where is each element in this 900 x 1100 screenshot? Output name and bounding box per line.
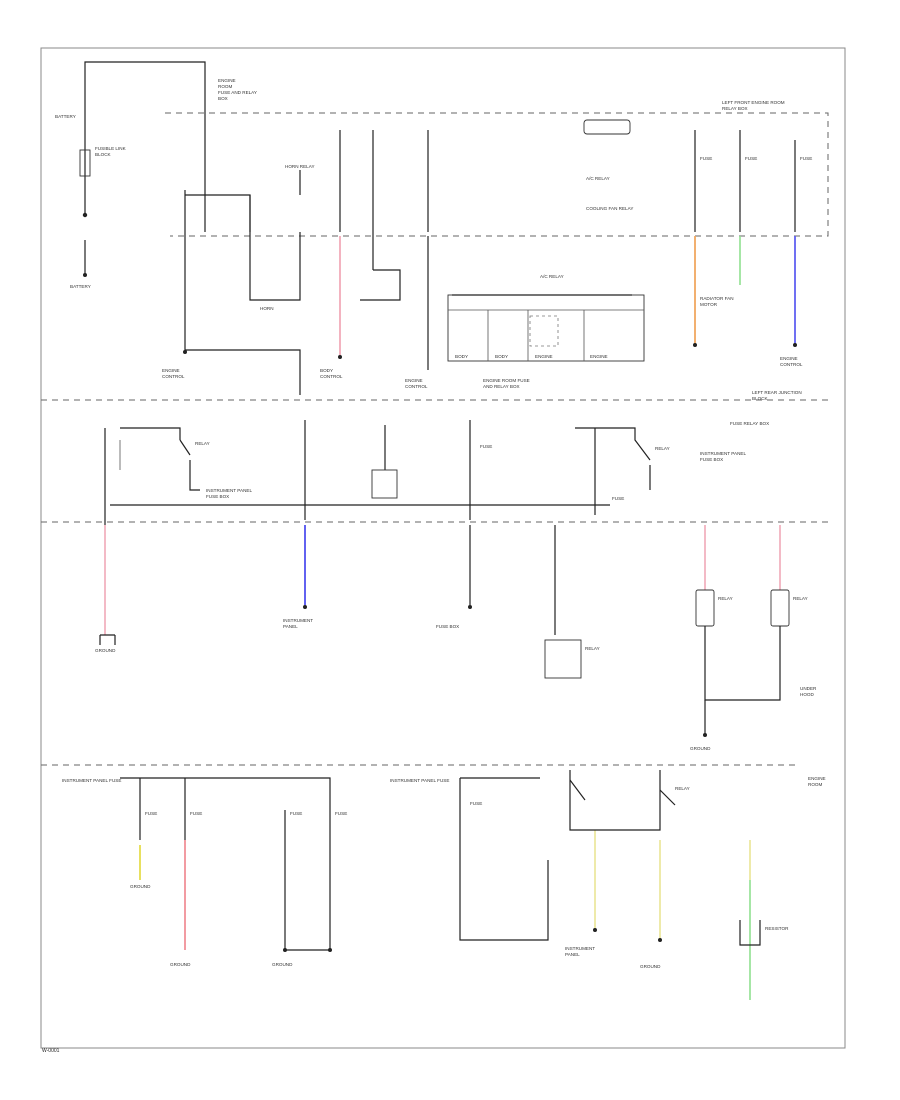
svg-text:FUSE: FUSE [612, 496, 624, 501]
svg-text:INSTRUMENT: INSTRUMENT [565, 946, 595, 951]
svg-text:ENGINE: ENGINE [162, 368, 180, 373]
relay-section: RELAY INSTRUMENT PANEL FUSE BOX FUSE REL… [104, 420, 769, 525]
svg-text:RELAY: RELAY [195, 441, 210, 446]
svg-text:INSTRUMENT PANEL FUSE: INSTRUMENT PANEL FUSE [390, 778, 449, 783]
svg-text:INSTRUMENT PANEL: INSTRUMENT PANEL [700, 451, 746, 456]
svg-text:INSTRUMENT PANEL: INSTRUMENT PANEL [206, 488, 252, 493]
svg-text:UNDER: UNDER [800, 686, 817, 691]
svg-text:RELAY: RELAY [793, 596, 808, 601]
svg-text:ENGINE: ENGINE [590, 354, 608, 359]
battery-section: BATTERY FUSIBLE LINK BLOCK BATTERY [55, 61, 206, 289]
svg-text:FUSE: FUSE [145, 811, 157, 816]
svg-text:HORN: HORN [260, 306, 274, 311]
svg-text:RELAY: RELAY [655, 446, 670, 451]
svg-text:ENGINE ROOM FUSE: ENGINE ROOM FUSE [483, 378, 530, 383]
svg-text:MOTOR: MOTOR [700, 302, 718, 307]
svg-text:GROUND: GROUND [130, 884, 151, 889]
svg-text:FUSE BOX: FUSE BOX [700, 457, 723, 462]
diagram-frame [40, 47, 846, 1049]
svg-text:RESISTOR: RESISTOR [765, 926, 789, 931]
svg-text:ENGINE: ENGINE [808, 776, 826, 781]
svg-text:A/C RELAY: A/C RELAY [586, 176, 610, 181]
svg-text:FUSE: FUSE [800, 156, 812, 161]
svg-text:GROUND: GROUND [272, 962, 293, 967]
svg-text:CONTROL: CONTROL [320, 374, 343, 379]
svg-text:FUSE RELAY BOX: FUSE RELAY BOX [730, 421, 769, 426]
svg-text:ENGINE: ENGINE [535, 354, 553, 359]
svg-text:GROUND: GROUND [640, 964, 661, 969]
top-section-loads: BODY BODY ENGINE ENGINE A/C RELAY ENGINE… [162, 236, 803, 389]
svg-text:FUSE: FUSE [700, 156, 712, 161]
svg-text:FUSE: FUSE [290, 811, 302, 816]
lower-middle-loads: INSTRUMENT PANEL FUSE BOX GROUND RELAY R… [95, 525, 817, 751]
svg-text:CONTROL: CONTROL [405, 384, 428, 389]
svg-text:RELAY: RELAY [585, 646, 600, 651]
svg-text:FUSE BOX: FUSE BOX [206, 494, 229, 499]
bottom-section: INSTRUMENT PANEL FUSE FUSE FUSE FUSE FUS… [62, 777, 347, 967]
svg-text:LEFT REAR JUNCTION: LEFT REAR JUNCTION [752, 390, 802, 395]
svg-text:AND RELAY BOX: AND RELAY BOX [483, 384, 520, 389]
svg-text:FUSE: FUSE [745, 156, 757, 161]
svg-text:HORN RELAY: HORN RELAY [285, 164, 315, 169]
svg-text:BODY: BODY [455, 354, 468, 359]
page-id-label: W-0001 [42, 1048, 60, 1054]
svg-text:BATTERY: BATTERY [70, 284, 91, 289]
engine-room-fuse-box: LEFT FRONT ENGINE ROOM RELAY BOX ENGINE … [165, 75, 829, 395]
svg-text:LEFT FRONT ENGINE ROOM: LEFT FRONT ENGINE ROOM [722, 100, 785, 105]
svg-text:INSTRUMENT: INSTRUMENT [283, 618, 313, 623]
bottom-right-section: INSTRUMENT PANEL FUSE FUSE RELAY INSTRUM… [390, 770, 826, 969]
svg-text:FUSE: FUSE [335, 811, 347, 816]
svg-text:GROUND: GROUND [95, 648, 116, 653]
svg-text:BLOCK: BLOCK [752, 396, 769, 401]
svg-text:INSTRUMENT PANEL FUSE: INSTRUMENT PANEL FUSE [62, 778, 121, 783]
svg-text:RELAY BOX: RELAY BOX [722, 106, 748, 111]
svg-text:A/C RELAY: A/C RELAY [540, 274, 564, 279]
svg-text:CONTROL: CONTROL [162, 374, 185, 379]
svg-text:PANEL: PANEL [283, 624, 298, 629]
svg-text:ENGINE: ENGINE [780, 356, 798, 361]
svg-text:GROUND: GROUND [690, 746, 711, 751]
svg-text:RADIATOR FAN: RADIATOR FAN [700, 296, 734, 301]
svg-text:ROOM: ROOM [218, 84, 232, 89]
svg-text:HOOD: HOOD [800, 692, 814, 697]
svg-text:RELAY: RELAY [675, 786, 690, 791]
svg-text:PANEL: PANEL [565, 952, 580, 957]
svg-text:GROUND: GROUND [170, 962, 191, 967]
svg-text:BODY: BODY [320, 368, 333, 373]
svg-text:CONTROL: CONTROL [780, 362, 803, 367]
svg-text:FUSIBLE LINK: FUSIBLE LINK [95, 146, 127, 151]
svg-text:RELAY: RELAY [718, 596, 733, 601]
svg-text:BATTERY: BATTERY [55, 114, 76, 119]
svg-text:FUSE: FUSE [480, 444, 492, 449]
svg-text:ROOM: ROOM [808, 782, 822, 787]
svg-text:COOLING FAN RELAY: COOLING FAN RELAY [586, 206, 633, 211]
svg-text:ENGINE: ENGINE [218, 78, 236, 83]
svg-text:BOX: BOX [218, 96, 228, 101]
svg-text:FUSE BOX: FUSE BOX [436, 624, 459, 629]
svg-text:BODY: BODY [495, 354, 508, 359]
svg-text:ENGINE: ENGINE [405, 378, 423, 383]
svg-text:FUSE: FUSE [190, 811, 202, 816]
svg-text:BLOCK: BLOCK [95, 152, 112, 157]
svg-text:FUSE AND RELAY: FUSE AND RELAY [218, 90, 257, 95]
svg-text:FUSE: FUSE [470, 801, 482, 806]
battery-ground-node [82, 212, 88, 218]
